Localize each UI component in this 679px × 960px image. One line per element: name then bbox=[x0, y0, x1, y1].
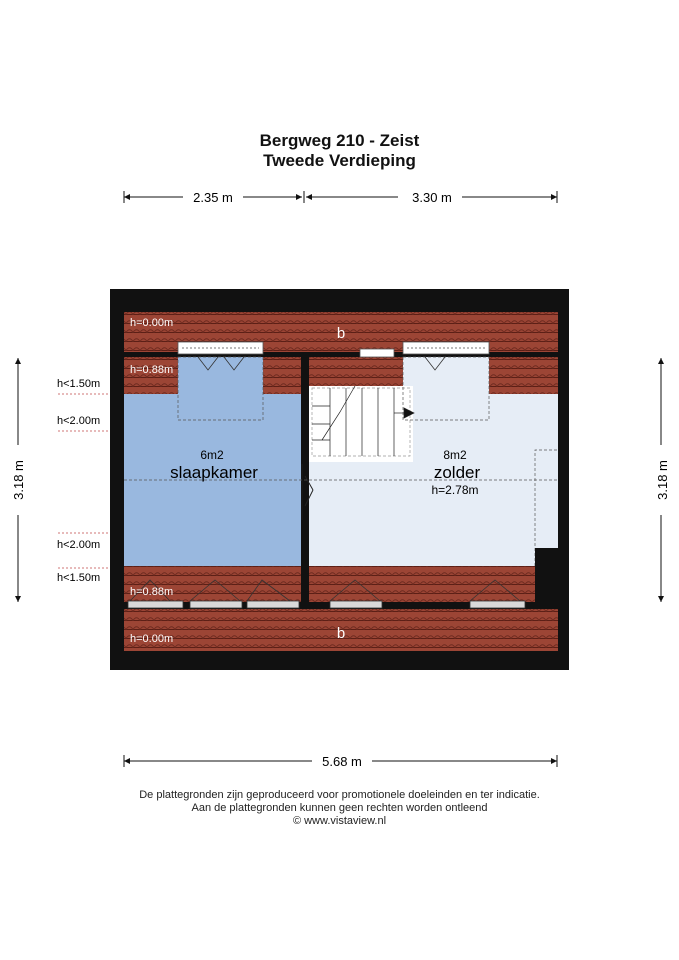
height-bottom-roof: h=0.00m bbox=[130, 633, 173, 645]
bedroom-area: 6m2 bbox=[200, 448, 224, 462]
bedroom-dormer bbox=[178, 357, 263, 394]
bottom-roof-label: b bbox=[337, 625, 345, 642]
bedroom-door bbox=[301, 464, 314, 520]
top-roof-label: b bbox=[337, 325, 345, 342]
top-right-dimension-label: 3.30 m bbox=[412, 190, 452, 205]
height-bottom-inner: h=0.88m bbox=[130, 586, 173, 598]
attic-area: 8m2 bbox=[443, 448, 467, 462]
left-dimension: 3.18 m bbox=[11, 358, 26, 602]
bottom-dimension-label: 5.68 m bbox=[322, 754, 362, 769]
attic-dormer bbox=[403, 357, 489, 394]
height-label-150-top: h<1.50m bbox=[57, 378, 100, 390]
partition-wall-lower bbox=[301, 522, 309, 602]
bedroom-name: slaapkamer bbox=[170, 463, 258, 482]
disclaimer-line-1: De plattegronden zijn geproduceerd voor … bbox=[139, 789, 540, 801]
height-label-200-top: h<2.00m bbox=[57, 415, 100, 427]
height-top-roof: h=0.00m bbox=[130, 317, 173, 329]
bottom-roof-tiles bbox=[124, 609, 558, 651]
height-top-inner: h=0.88m bbox=[130, 364, 173, 376]
left-height-markers: h<1.50m h<2.00m h<2.00m h<1.50m bbox=[57, 378, 110, 584]
right-dimension-label: 3.18 m bbox=[655, 460, 670, 500]
disclaimer-line-2: Aan de plattegronden kunnen geen rechten… bbox=[191, 802, 488, 814]
top-inner-wall bbox=[124, 352, 558, 357]
height-label-200-bottom: h<2.00m bbox=[57, 539, 100, 551]
bottom-dimension: 5.68 m bbox=[123, 754, 558, 769]
right-dimension: 3.18 m bbox=[655, 358, 670, 602]
attic-name: zolder bbox=[434, 463, 481, 482]
height-label-150-bottom: h<1.50m bbox=[57, 572, 100, 584]
staircase bbox=[311, 385, 415, 457]
bottom-inner-tiles bbox=[124, 566, 558, 602]
left-dimension-label: 3.18 m bbox=[11, 460, 26, 500]
copyright-line: © www.vistaview.nl bbox=[292, 815, 387, 827]
bottom-roof-windows bbox=[127, 579, 526, 609]
top-dimension-left: 2.35 m bbox=[123, 190, 302, 205]
plan-title: Bergweg 210 - Zeist bbox=[259, 131, 420, 150]
attic-corner-block bbox=[535, 548, 558, 602]
floor-subtitle: Tweede Verdieping bbox=[263, 151, 416, 170]
attic-height: h=2.78m bbox=[431, 483, 478, 497]
partition-wall-upper bbox=[301, 352, 309, 462]
top-left-dimension-label: 2.35 m bbox=[193, 190, 233, 205]
top-dimension-right: 3.30 m bbox=[303, 190, 558, 205]
attic-dashed-outlines bbox=[124, 356, 558, 566]
top-roof-windows bbox=[177, 341, 490, 371]
